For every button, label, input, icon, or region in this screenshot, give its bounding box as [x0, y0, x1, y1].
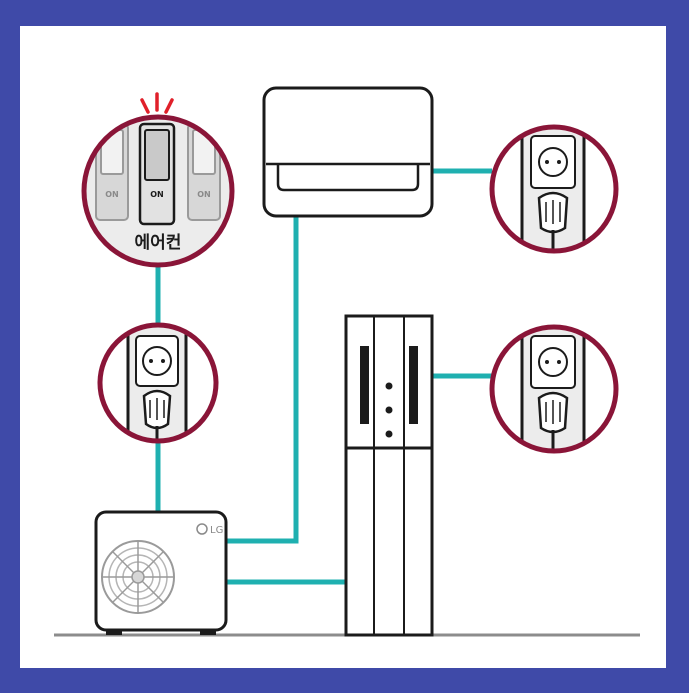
- installation-diagram: ON ON ON 에어컨: [54, 86, 640, 637]
- switch-label-right: ON: [197, 190, 211, 199]
- switch-label-center: ON: [150, 190, 164, 199]
- power-outlet-icon: [520, 127, 586, 251]
- cables: [155, 168, 492, 585]
- breaker-switch-icon: ON: [187, 123, 221, 221]
- power-plug-icon: [537, 191, 569, 251]
- wall-mounted-indoor-unit: [262, 86, 434, 218]
- breaker-caption: 에어컨: [135, 233, 182, 253]
- power-plug-icon: [142, 389, 172, 441]
- lg-logo-icon: LG: [196, 523, 223, 536]
- outlet-callout-right-bottom: [489, 324, 619, 454]
- breaker-switch-icon: ON: [138, 122, 176, 226]
- brand-label: LG: [210, 525, 223, 536]
- switch-label-left: ON: [105, 190, 119, 199]
- breaker-callout: ON ON ON 에어컨: [81, 92, 235, 268]
- cable-outdoor-to-wall-unit: [225, 216, 299, 544]
- floor-standing-indoor-unit: [344, 314, 434, 637]
- outdoor-unit: LG: [94, 510, 228, 635]
- power-plug-icon: [537, 391, 569, 451]
- breaker-switch-icon: ON: [95, 123, 129, 221]
- outlet-callout-left: [97, 322, 219, 444]
- fan-icon: [101, 540, 175, 614]
- diagram-frame: ON ON ON 에어컨: [20, 26, 666, 668]
- alert-mark-icon: [140, 92, 174, 114]
- outlet-callout-right-top: [489, 124, 619, 254]
